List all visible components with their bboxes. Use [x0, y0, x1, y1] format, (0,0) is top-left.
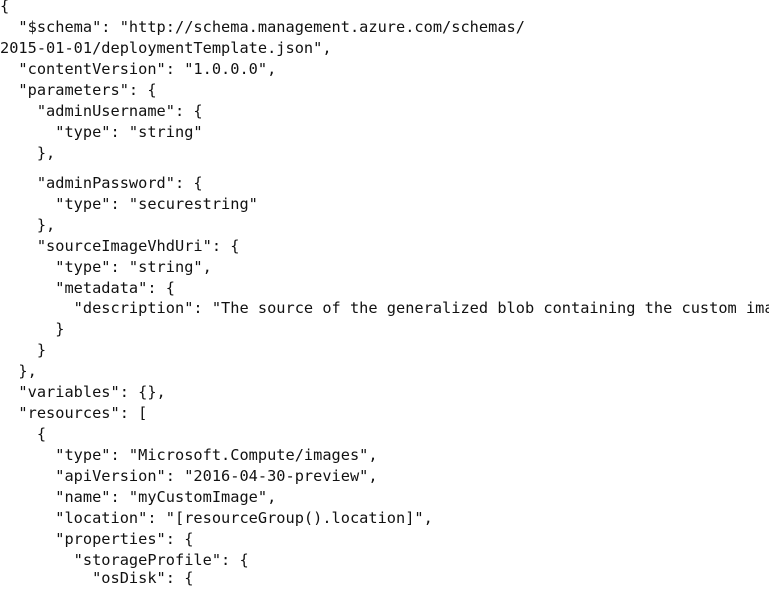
code-line: "type": "securestring": [0, 195, 258, 213]
code-line: {: [0, 0, 10, 15]
code-line: },: [0, 216, 56, 234]
code-line: "type": "string": [0, 123, 203, 141]
code-line: }: [0, 320, 65, 338]
code-line: },: [0, 144, 56, 162]
code-line: "metadata": {: [0, 279, 175, 297]
code-line: }: [0, 341, 47, 359]
code-line: "osDisk": {: [0, 569, 194, 587]
code-line: {: [0, 425, 47, 443]
code-line: "properties": {: [0, 530, 194, 548]
code-line: "storageProfile": {: [0, 551, 249, 569]
code-line: "$schema": "http://schema.management.azu…: [0, 18, 525, 36]
code-line: "parameters": {: [0, 81, 157, 99]
code-line: "adminPassword": {: [0, 174, 203, 192]
code-line: "adminUsername": {: [0, 102, 203, 120]
code-line: "resources": [: [0, 404, 148, 422]
code-line: },: [0, 362, 37, 380]
code-line: "variables": {},: [0, 383, 166, 401]
code-line: "name": "myCustomImage",: [0, 488, 277, 506]
code-line: "location": "[resourceGroup().location]"…: [0, 509, 433, 527]
code-line: "description": "The source of the genera…: [0, 299, 769, 317]
code-line: 2015-01-01/deploymentTemplate.json",: [0, 39, 332, 57]
code-line: "sourceImageVhdUri": {: [0, 237, 240, 255]
code-line: "type": "Microsoft.Compute/images",: [0, 446, 378, 464]
code-line: "contentVersion": "1.0.0.0",: [0, 60, 277, 78]
code-line: "apiVersion": "2016-04-30-preview",: [0, 467, 378, 485]
code-line: "type": "string",: [0, 258, 212, 276]
